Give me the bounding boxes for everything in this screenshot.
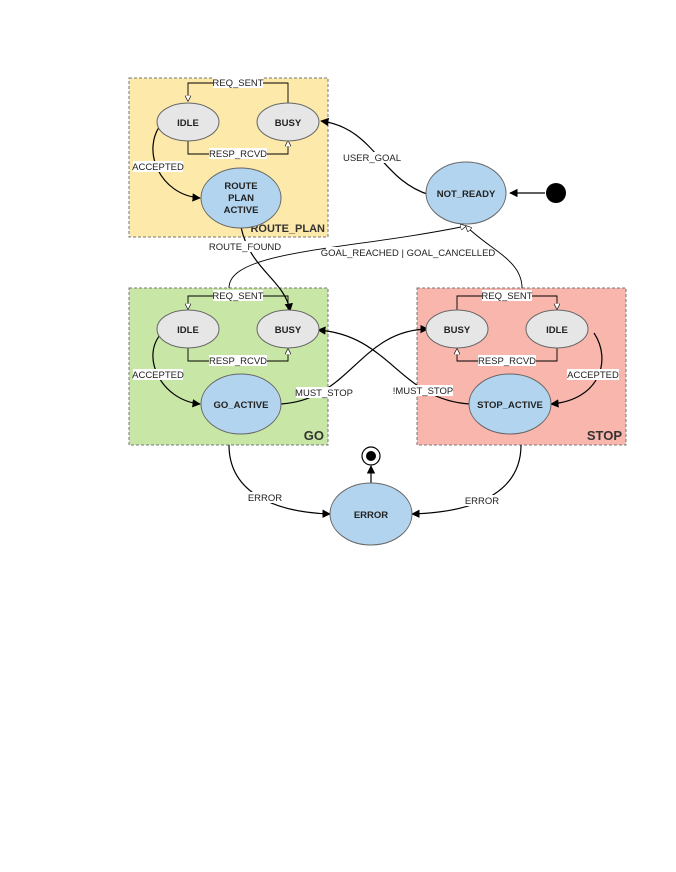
label-stop-error: ERROR (465, 496, 499, 507)
state-route-plan-active[interactable]: ROUTE PLAN ACTIVE (200, 167, 282, 229)
region-go-label: GO (304, 428, 324, 443)
svg-text:ACTIVE: ACTIVE (224, 205, 259, 216)
svg-text:IDLE: IDLE (177, 325, 199, 336)
label-go-error: ERROR (248, 493, 282, 504)
state-not-ready[interactable]: NOT_READY (425, 161, 507, 225)
edge-goal-from-go (228, 226, 466, 289)
edge-not-must-stop (317, 326, 471, 405)
initial-transition (509, 183, 566, 203)
state-rp-busy[interactable]: BUSY (256, 102, 320, 142)
svg-text:STOP_ACTIVE: STOP_ACTIVE (477, 400, 543, 411)
initial-state-icon (546, 183, 566, 203)
edges-must-stop (280, 324, 471, 405)
svg-text:GO_ACTIVE: GO_ACTIVE (214, 400, 269, 411)
label-go-resp-rcvd: RESP_RCVD (209, 356, 267, 367)
label-stop-resp-rcvd: RESP_RCVD (478, 356, 536, 367)
svg-text:IDLE: IDLE (546, 325, 568, 336)
svg-text:ROUTE: ROUTE (224, 181, 257, 192)
label-go-accepted: ACCEPTED (132, 370, 184, 381)
svg-text:BUSY: BUSY (444, 325, 471, 336)
edge-route-found (240, 226, 293, 312)
label-go-req-sent: REQ_SENT (212, 291, 263, 302)
region-stop-label: STOP (587, 428, 622, 443)
state-rp-idle[interactable]: IDLE (156, 102, 220, 142)
svg-text:ERROR: ERROR (354, 510, 388, 521)
state-stop-busy[interactable]: BUSY (425, 309, 489, 349)
state-error[interactable]: ERROR (329, 482, 413, 546)
region-route-plan-label: ROUTE_PLAN (250, 223, 325, 235)
svg-text:NOT_READY: NOT_READY (437, 189, 496, 200)
label-stop-req-sent: REQ_SENT (481, 291, 532, 302)
state-go-busy[interactable]: BUSY (256, 309, 320, 349)
label-route-found: ROUTE_FOUND (209, 242, 281, 253)
label-rp-accepted: ACCEPTED (132, 162, 184, 173)
edge-must-stop (280, 324, 429, 405)
svg-text:BUSY: BUSY (275, 118, 302, 129)
label-rp-req-sent: REQ_SENT (212, 78, 263, 89)
edge-goal-from-stop (466, 226, 523, 289)
state-stop-idle[interactable]: IDLE (525, 309, 589, 349)
label-not-must-stop: !MUST_STOP (393, 386, 454, 397)
label-stop-accepted: ACCEPTED (567, 370, 619, 381)
label-must-stop: MUST_STOP (295, 388, 353, 399)
state-stop-active[interactable]: STOP_ACTIVE (468, 373, 552, 435)
label-user-goal: USER_GOAL (343, 153, 401, 164)
svg-text:IDLE: IDLE (177, 118, 199, 129)
edges-goal-done (228, 226, 523, 289)
state-go-idle[interactable]: IDLE (156, 309, 220, 349)
svg-text:PLAN: PLAN (228, 193, 254, 204)
label-rp-resp-rcvd: RESP_RCVD (209, 149, 267, 160)
transition-labels: REQ_SENT RESP_RCVD ACCEPTED USER_GOAL RO… (132, 77, 619, 507)
state-go-active[interactable]: GO_ACTIVE (200, 373, 282, 435)
svg-text:BUSY: BUSY (275, 325, 302, 336)
label-goal-done: GOAL_REACHED | GOAL_CANCELLED (321, 248, 496, 259)
